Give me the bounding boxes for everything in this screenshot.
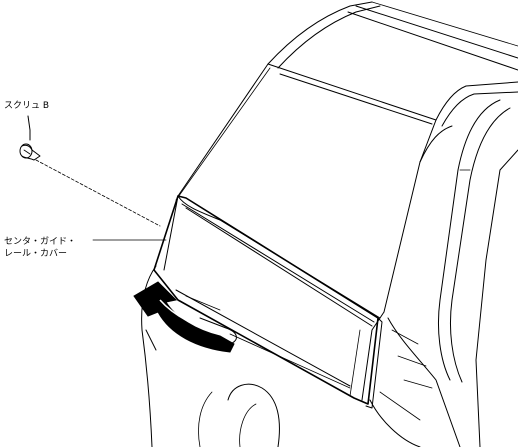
roof-outline bbox=[267, 1, 518, 71]
cover-label-line1: センタ・ガイド・ bbox=[4, 237, 77, 247]
leader-lines bbox=[35, 159, 167, 241]
screw-b-label: スクリュ B bbox=[4, 101, 50, 111]
removal-arrow-icon bbox=[133, 281, 235, 353]
screw-b-icon bbox=[19, 115, 41, 161]
center-guide-rail-cover bbox=[153, 195, 383, 409]
door-frame bbox=[361, 81, 518, 447]
cover-label-line2: レール・カバー bbox=[4, 249, 68, 259]
lower-body bbox=[141, 265, 280, 447]
window-glass bbox=[175, 63, 437, 313]
